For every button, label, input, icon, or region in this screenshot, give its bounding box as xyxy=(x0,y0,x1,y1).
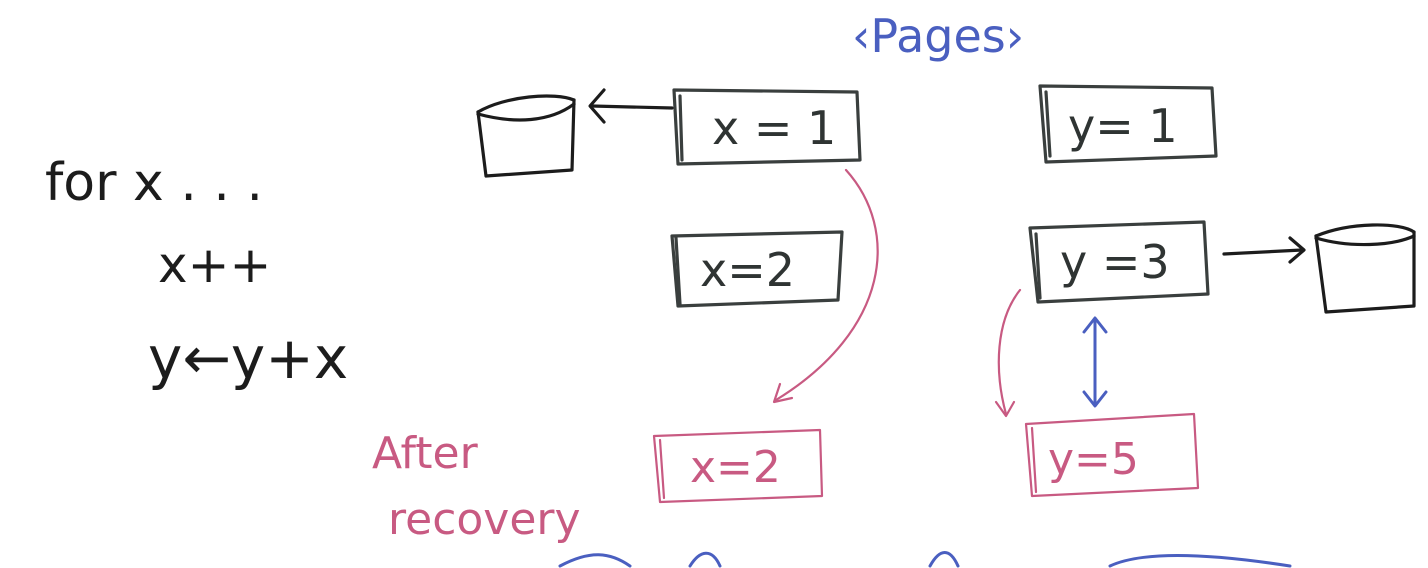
flush-arrow-left xyxy=(588,88,674,124)
after-recovery-line2: recovery xyxy=(388,494,581,545)
page-box-y1-label: y= 1 xyxy=(1068,99,1178,153)
code-line-assign: y←y+x xyxy=(148,324,348,392)
recovered-page-box-y-label: y=5 xyxy=(1048,434,1139,485)
compare-double-arrow xyxy=(1082,316,1108,408)
recovered-page-box-x-label: x=2 xyxy=(690,442,781,493)
recovered-page-box-y: y=5 xyxy=(1024,412,1200,498)
page-box-x1: x = 1 xyxy=(672,88,862,166)
page-box-y3-label: y =3 xyxy=(1060,235,1170,289)
recovery-curve-y xyxy=(994,288,1022,418)
page-box-y1: y= 1 xyxy=(1038,84,1218,164)
recovery-curve-x xyxy=(772,168,879,404)
cutoff-bottom-scribble xyxy=(558,551,1292,568)
pages-label: ‹Pages› xyxy=(852,9,1024,63)
code-line-increment: x++ xyxy=(158,236,271,294)
page-box-x2-label: x=2 xyxy=(700,243,795,297)
flush-arrow-right xyxy=(1222,236,1306,264)
after-recovery-line1: After xyxy=(372,428,479,479)
page-box-x1-label: x = 1 xyxy=(712,101,836,155)
code-snippet: for x . . . x++ y←y+x xyxy=(45,153,348,392)
after-recovery-label: After recovery xyxy=(372,428,581,545)
page-box-x2: x=2 xyxy=(670,230,844,308)
page-box-y3: y =3 xyxy=(1028,220,1210,304)
disk-cylinder-left xyxy=(476,94,576,178)
disk-cylinder-right xyxy=(1314,223,1416,314)
recovered-page-box-x: x=2 xyxy=(652,428,824,504)
code-line-for: for x . . . xyxy=(45,153,263,213)
